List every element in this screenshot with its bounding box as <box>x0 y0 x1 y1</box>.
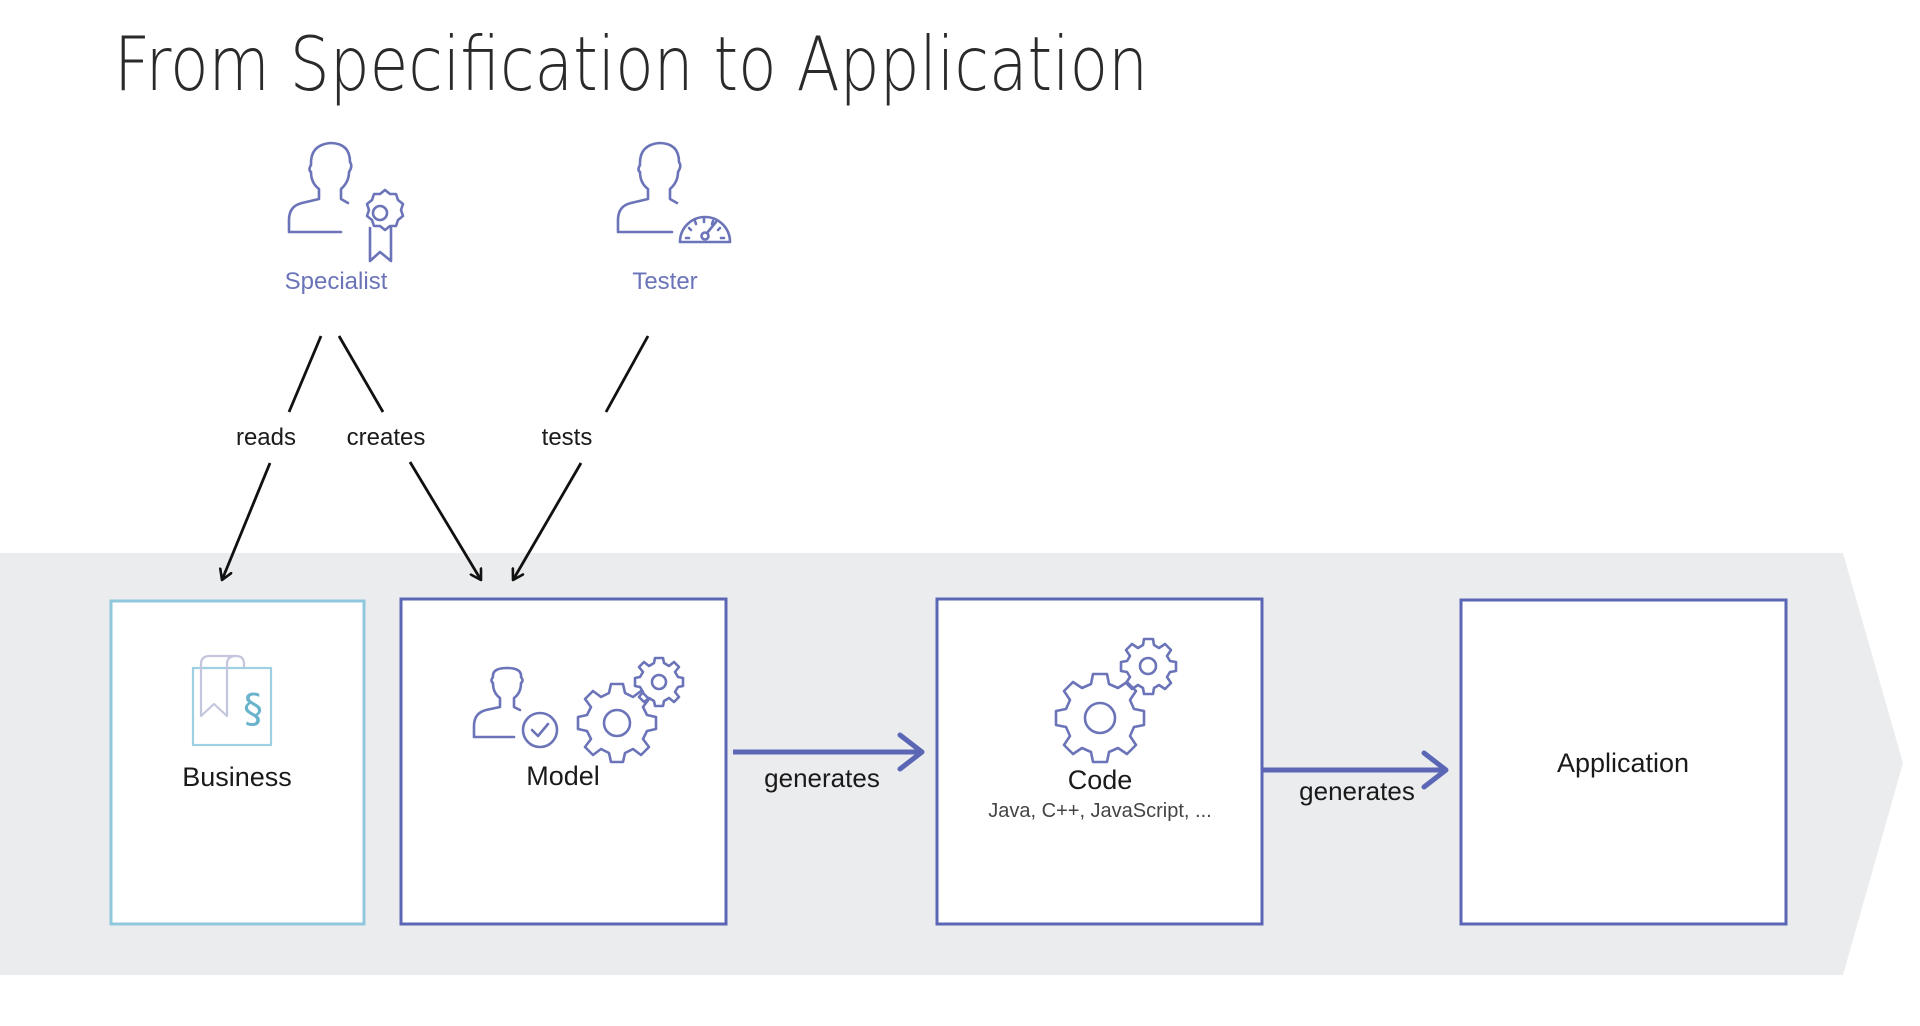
person-award-icon <box>287 141 405 263</box>
stage-label-model: Model <box>526 761 600 791</box>
stage-label-code: Code <box>1068 765 1133 795</box>
person-check-gears-icon <box>472 656 685 764</box>
stage-model: Model <box>399 597 728 926</box>
relation-arrow <box>222 462 272 580</box>
person-gauge-icon <box>616 141 732 244</box>
flow-arrowhead <box>897 732 925 772</box>
page-title: From Specification to Application <box>114 20 1148 108</box>
flow-code-to-application: generates <box>1262 750 1449 806</box>
stage-label-application: Application <box>1557 748 1689 778</box>
flow-arrowhead <box>1421 750 1449 790</box>
stage-application: Application <box>1459 598 1788 926</box>
relation-label-tests: tests <box>542 424 593 451</box>
relation-line-top <box>604 335 650 413</box>
stage-box-business <box>109 599 366 926</box>
actor-tester: Tester <box>616 141 732 295</box>
relation-line-top <box>337 335 385 413</box>
actor-label-tester: Tester <box>632 268 697 295</box>
relation-label-reads: reads <box>236 424 296 451</box>
relation-arrow <box>408 461 481 580</box>
paragraph-symbol: § <box>243 686 263 732</box>
relation-line-top <box>287 335 323 413</box>
stage-business: § Business <box>109 599 366 926</box>
stage-box-application <box>1459 598 1788 926</box>
stage-code: Code Java, C++, JavaScript, ... <box>935 597 1264 926</box>
flow-label-generates-2: generates <box>1299 776 1415 806</box>
relation-creates: creates <box>337 335 481 580</box>
flow-label-generates-1: generates <box>764 763 880 793</box>
stage-subtitle-code: Java, C++, JavaScript, ... <box>988 800 1211 822</box>
document-paragraph-icon: § <box>191 654 273 747</box>
relation-label-creates: creates <box>347 424 426 451</box>
actor-label-specialist: Specialist <box>285 268 388 295</box>
actor-specialist: Specialist <box>285 141 405 295</box>
stage-box-model <box>399 597 728 926</box>
relation-reads: reads <box>222 335 323 580</box>
relation-arrow <box>513 462 583 580</box>
flow-model-to-code: generates <box>733 732 925 793</box>
relation-tests: tests <box>513 335 650 580</box>
gears-icon <box>1054 637 1178 764</box>
stage-label-business: Business <box>182 762 292 792</box>
